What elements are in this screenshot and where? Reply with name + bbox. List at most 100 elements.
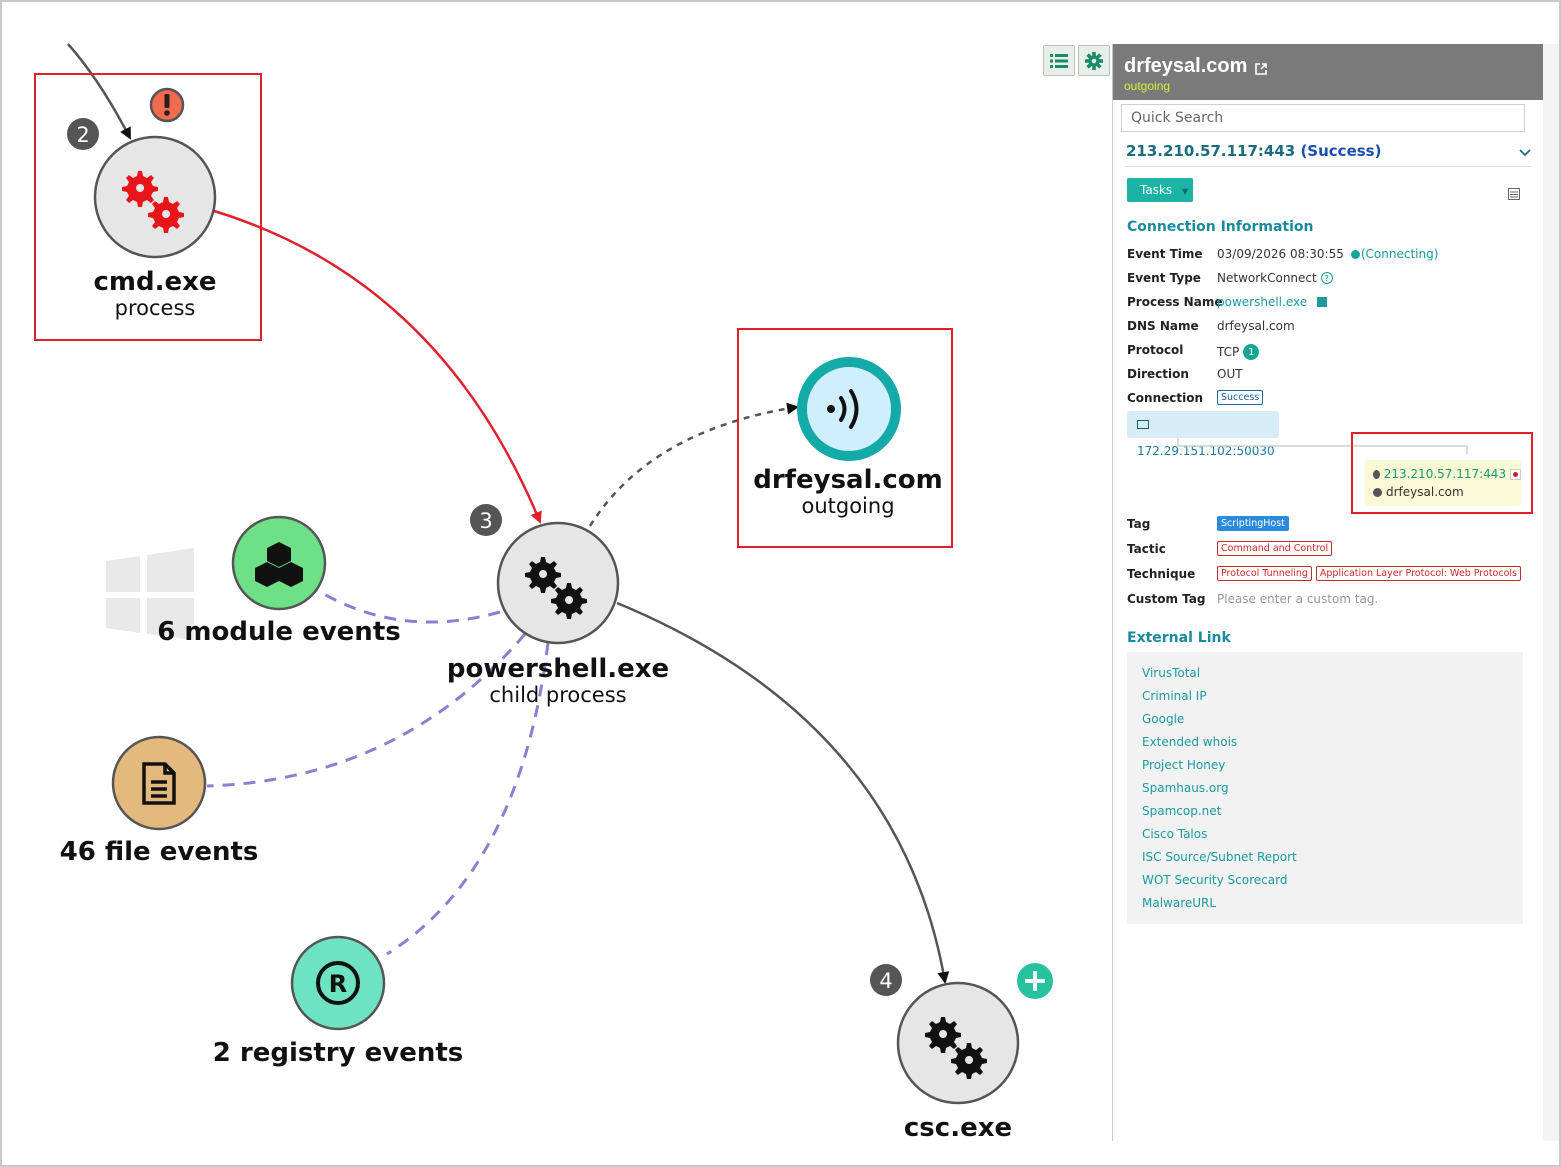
event-time-value: 03/09/2026 08:30:55 (Connecting) <box>1217 247 1438 261</box>
edge-powershell-module <box>316 588 501 624</box>
globe-icon <box>1373 469 1380 479</box>
cmd-subtitle: process <box>114 296 196 320</box>
connection-success-badge: Success <box>1217 390 1264 405</box>
connection-selector[interactable]: 213.210.57.117:443 (Success) <box>1126 142 1531 167</box>
panel-title: drfeysal.com <box>1124 55 1248 77</box>
edge-incoming-cmd <box>67 43 132 140</box>
computer-icon <box>1137 420 1149 429</box>
svg-text:R: R <box>329 970 347 998</box>
link-malwareurl[interactable]: MalwareURL <box>1142 896 1217 910</box>
gear-icon <box>1085 51 1103 70</box>
powershell-label: powershell.exe child process <box>447 655 669 707</box>
help-icon[interactable]: ? <box>1320 272 1333 284</box>
process-name-link[interactable]: powershell.exe <box>1217 295 1308 309</box>
custom-tag-key: Custom Tag <box>1127 592 1206 606</box>
custom-tag-input[interactable]: Please enter a custom tag. <box>1217 592 1378 606</box>
link-extended-whois[interactable]: Extended whois <box>1142 735 1238 749</box>
edge-powershell-drfeysal <box>588 402 799 527</box>
japan-flag-icon <box>1510 468 1521 480</box>
tag-key: Tag <box>1127 517 1151 531</box>
tactic-value: Command and Control <box>1217 541 1333 556</box>
source-endpoint[interactable]: 172.29.151.102:50030 <box>1127 411 1279 458</box>
connection-key: Connection <box>1127 391 1204 405</box>
link-virustotal[interactable]: VirusTotal <box>1142 666 1201 680</box>
link-isc-source[interactable]: ISC Source/Subnet Report <box>1142 850 1297 864</box>
file-icon <box>142 762 176 805</box>
link-criminal-ip[interactable]: Criminal IP <box>1142 689 1207 703</box>
panel-header: drfeysal.com outgoing <box>1113 44 1544 100</box>
external-link-icon[interactable] <box>1255 62 1268 75</box>
link-google[interactable]: Google <box>1142 712 1185 726</box>
dns-name-key: DNS Name <box>1127 319 1199 333</box>
event-time-key: Event Time <box>1127 247 1203 261</box>
svg-text:3: 3 <box>479 509 492 533</box>
drfeysal-title: drfeysal.com <box>753 465 943 495</box>
csc-node[interactable] <box>896 981 1020 1105</box>
powershell-subtitle: child process <box>489 683 627 707</box>
tasks-button[interactable]: Tasks ▼ <box>1127 178 1193 202</box>
open-link-icon[interactable] <box>1317 297 1328 307</box>
tactic-badge[interactable]: Command and Control <box>1217 541 1333 556</box>
external-link-heading: External Link <box>1127 630 1231 646</box>
technique-value: Protocol Tunneling Application Layer Pro… <box>1217 566 1521 581</box>
link-cisco-talos[interactable]: Cisco Talos <box>1142 827 1208 841</box>
chevron-down-icon <box>1519 149 1531 157</box>
event-time-text: 03/09/2026 08:30:55 <box>1217 247 1344 261</box>
csc-label: csc.exe <box>904 1114 1012 1142</box>
module-events-node[interactable] <box>231 515 327 611</box>
csc-badge: 4 <box>870 964 902 996</box>
cmd-badge: 2 <box>67 118 99 150</box>
edge-cmd-powershell <box>213 209 542 524</box>
expand-plus-icon[interactable] <box>1017 963 1053 999</box>
settings-button[interactable] <box>1078 45 1110 76</box>
protocol-count-badge[interactable]: 1 <box>1243 344 1260 360</box>
destination-endpoint[interactable]: 213.210.57.117:443 drfeysal.com <box>1365 460 1521 506</box>
document-icon[interactable] <box>1508 188 1520 200</box>
svg-text:4: 4 <box>879 969 892 993</box>
direction-key: Direction <box>1127 367 1189 381</box>
technique-key: Technique <box>1127 567 1196 581</box>
drfeysal-label: drfeysal.com outgoing <box>753 466 943 518</box>
edge-powershell-file <box>206 633 527 788</box>
list-view-button[interactable] <box>1043 45 1075 76</box>
alert-icon[interactable] <box>149 87 185 123</box>
flow-connector <box>1177 438 1468 454</box>
connection-status: (Success) <box>1300 142 1382 160</box>
registry-events-node[interactable]: R <box>290 935 386 1031</box>
panel-scrollbar[interactable] <box>1543 44 1559 1141</box>
csc-title: csc.exe <box>903 1113 1013 1143</box>
link-spamcop[interactable]: Spamcop.net <box>1142 804 1222 818</box>
tag-badge[interactable]: ScriptingHost <box>1217 516 1289 531</box>
cmd-node[interactable] <box>93 135 217 259</box>
destination-ip[interactable]: 213.210.57.117:443 <box>1383 467 1507 481</box>
cmd-title: cmd.exe <box>93 267 217 297</box>
cmd-label: cmd.exe process <box>93 268 216 320</box>
process-graph[interactable]: 2 3 <box>0 0 1110 1167</box>
event-type-text: NetworkConnect <box>1217 271 1317 285</box>
link-spamhaus[interactable]: Spamhaus.org <box>1142 781 1229 795</box>
external-link-list: VirusTotal Criminal IP Google Extended w… <box>1127 652 1523 924</box>
technique-badge-1[interactable]: Protocol Tunneling <box>1217 566 1312 581</box>
drfeysal-subtitle: outgoing <box>801 494 895 518</box>
drfeysal-node[interactable] <box>797 357 901 461</box>
link-project-honey[interactable]: Project Honey <box>1142 758 1226 772</box>
technique-badge-2[interactable]: Application Layer Protocol: Web Protocol… <box>1315 566 1521 581</box>
status-dot-icon <box>1350 249 1360 259</box>
highlight-drfeysal <box>737 328 953 548</box>
powershell-node[interactable] <box>496 521 620 645</box>
destination-host: drfeysal.com <box>1386 485 1464 499</box>
link-wot-scorecard[interactable]: WOT Security Scorecard <box>1142 873 1288 887</box>
process-name-key: Process Name <box>1127 295 1223 309</box>
file-events-node[interactable] <box>111 735 207 831</box>
file-events-label: 46 file events <box>59 837 259 867</box>
direction-value: OUT <box>1217 367 1243 381</box>
connection-address: 213.210.57.117:443 <box>1126 142 1296 160</box>
tactic-key: Tactic <box>1127 542 1166 556</box>
powershell-badge: 3 <box>470 504 502 536</box>
process-name-value: powershell.exe <box>1217 295 1328 309</box>
quick-search-input[interactable]: Quick Search <box>1121 104 1525 132</box>
detail-panel: drfeysal.com outgoing Quick Search 213.2… <box>1112 44 1544 1141</box>
connection-info-heading: Connection Information <box>1127 219 1314 235</box>
highlight-cmd <box>34 73 262 341</box>
dns-name-value: drfeysal.com <box>1217 319 1295 333</box>
